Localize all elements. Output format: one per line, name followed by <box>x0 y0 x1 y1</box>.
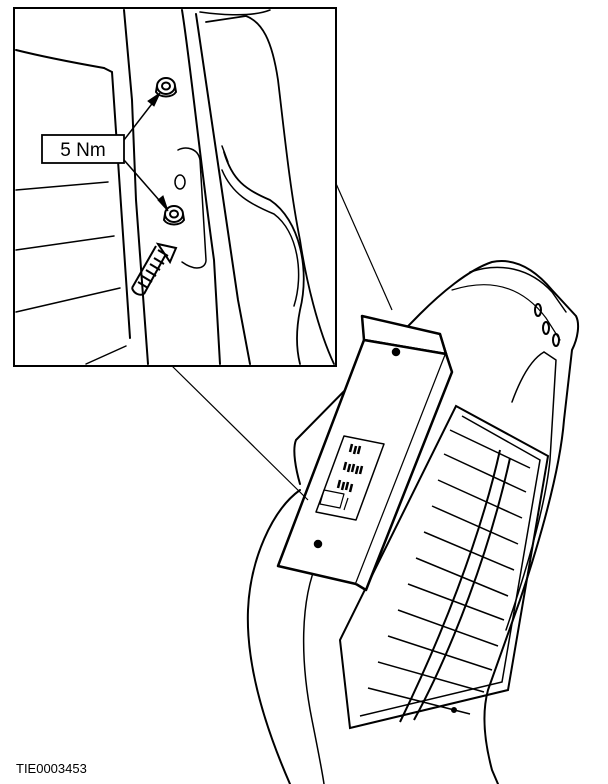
torque-value-label: 5 Nm <box>60 140 105 161</box>
seat-side-bulge <box>246 489 301 784</box>
module-barcode <box>336 443 364 493</box>
seat-back-drawing <box>246 260 580 784</box>
module-screw-bottom <box>313 539 323 549</box>
seat-slot <box>542 321 550 335</box>
inset-frame <box>13 7 337 367</box>
module-label <box>315 435 385 521</box>
bolt <box>131 242 178 296</box>
torque-callout <box>41 91 169 212</box>
leader-lines <box>169 169 393 501</box>
figure-id: TIE0003453 <box>16 761 87 776</box>
seat-slot <box>534 303 542 317</box>
control-module <box>276 314 454 592</box>
seat-slot <box>552 333 560 347</box>
seat-panel-grid <box>338 404 550 730</box>
nut-lower <box>162 205 186 226</box>
module-screw-top <box>391 347 401 357</box>
detail-inset: 5 Nm <box>13 7 337 367</box>
torque-callout-box <box>41 134 125 164</box>
module-front-face <box>276 338 448 586</box>
nut-upper <box>154 77 178 98</box>
seat-back-outline <box>293 260 580 784</box>
